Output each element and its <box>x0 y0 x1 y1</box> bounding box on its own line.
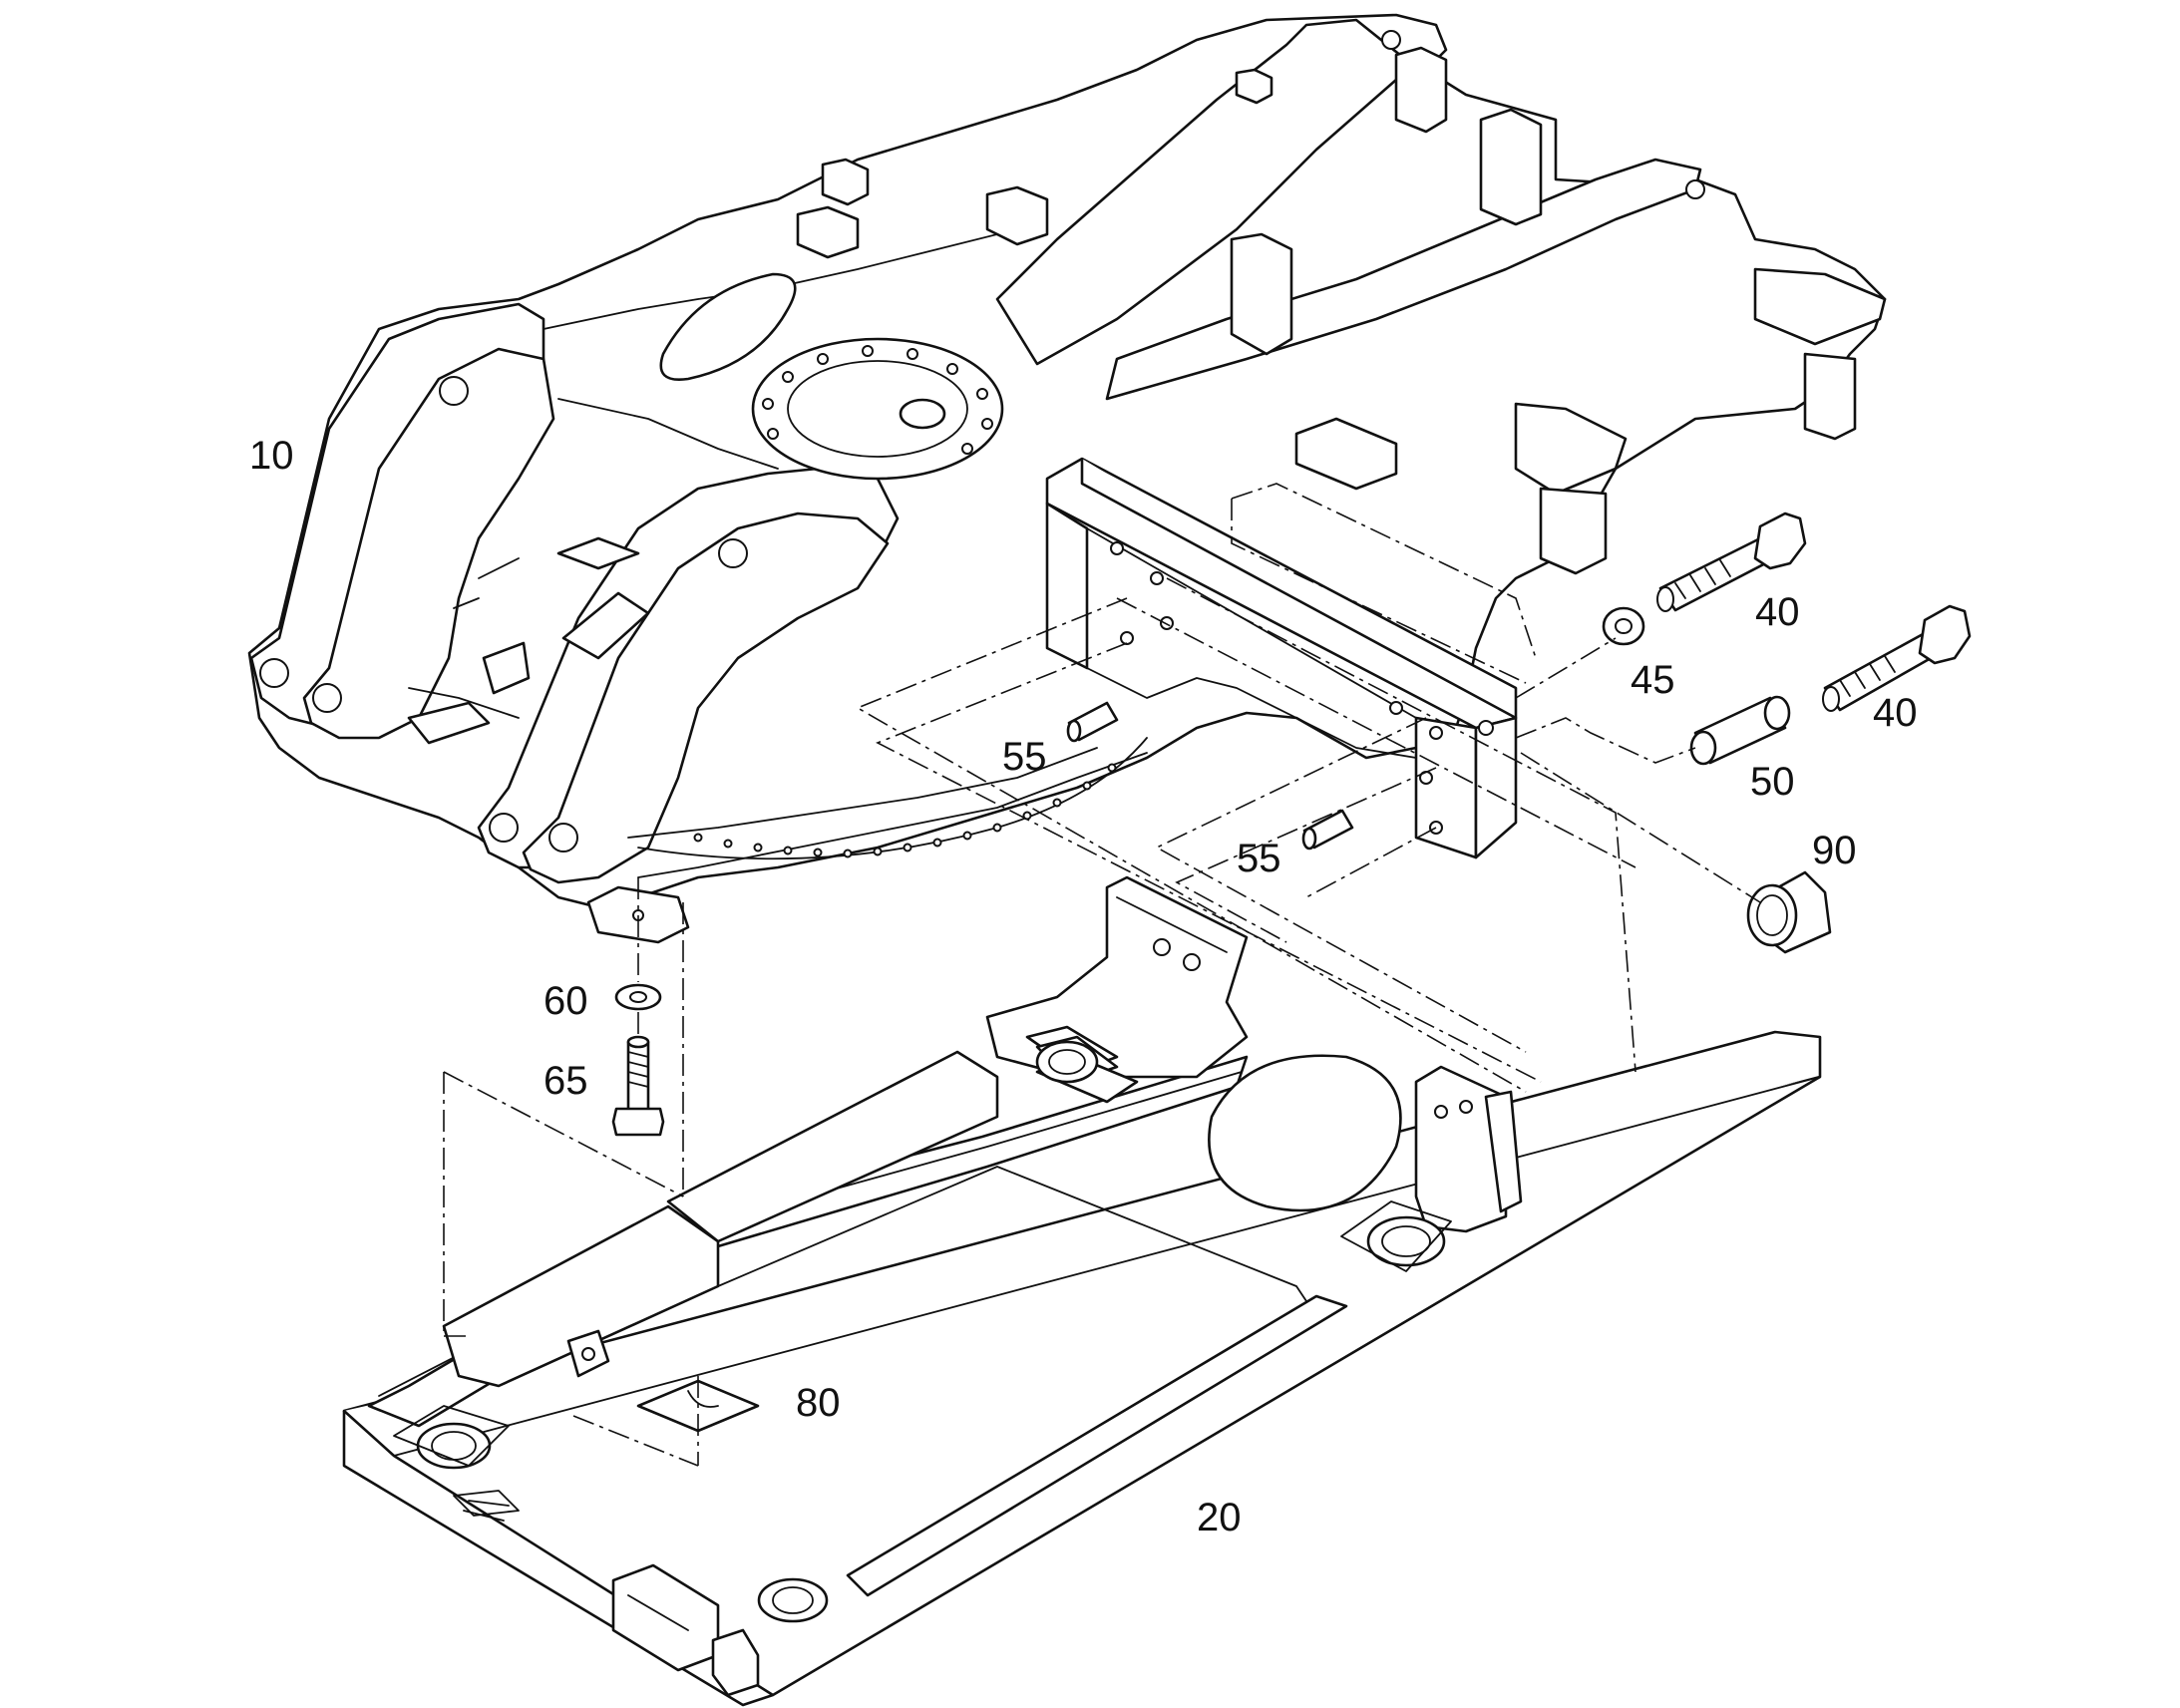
callout-55-right: 55 <box>1237 837 1281 880</box>
part-40-bolt-upper <box>1656 512 1807 612</box>
logo-mark <box>453 1490 520 1522</box>
part-90-cap <box>1746 870 1832 954</box>
deck-edge-holes <box>693 763 1117 858</box>
part-65-bolt <box>611 1035 665 1137</box>
callout-45: 45 <box>1631 658 1675 702</box>
callout-40-upper: 40 <box>1755 590 1800 634</box>
callout-labels: 10 20 40 40 45 50 55 55 60 65 80 90 <box>249 434 1918 1539</box>
callout-50: 50 <box>1750 760 1795 804</box>
part-40-bolt-lower <box>1822 604 1972 712</box>
callout-80: 80 <box>796 1381 841 1425</box>
callout-20: 20 <box>1197 1496 1242 1539</box>
part-10-upper-frame <box>247 13 1887 944</box>
part-55-pin-a <box>1066 701 1119 743</box>
callout-65: 65 <box>544 1059 588 1103</box>
part-60-washer <box>614 983 662 1011</box>
part-50-bushing <box>1689 695 1791 766</box>
callout-60: 60 <box>544 979 588 1023</box>
part-20-lower-frame <box>342 875 1822 1707</box>
callout-40-lower: 40 <box>1873 691 1918 735</box>
slewing-ring-holes <box>762 345 993 455</box>
callout-10: 10 <box>249 434 294 478</box>
callout-55-left: 55 <box>1002 735 1047 779</box>
front-cross-beam <box>1045 457 1518 859</box>
callout-90: 90 <box>1812 829 1857 872</box>
part-55-pin-b <box>1301 809 1354 851</box>
cross-beam-holes <box>1110 541 1494 835</box>
part-45-washer <box>1602 606 1645 646</box>
assembly-dash-lines <box>443 483 1761 1467</box>
